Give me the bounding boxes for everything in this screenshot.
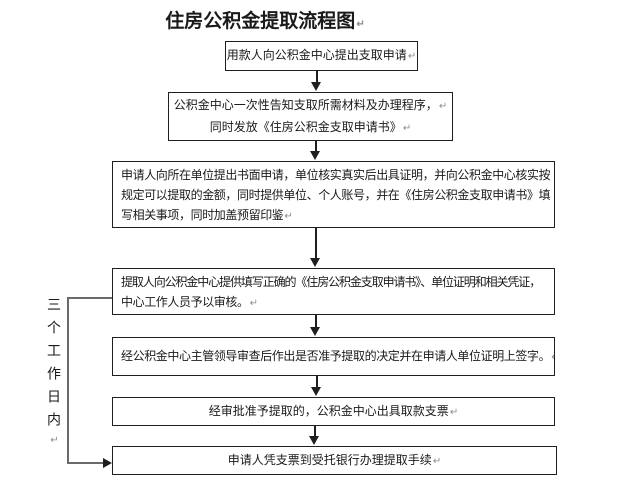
flow-step-4-text: 中心工作人员予以审核。 xyxy=(121,295,249,309)
arrowhead-down-icon xyxy=(310,258,320,267)
flow-step-1-text: 用款人向公积金中心提出支取申请 xyxy=(226,48,407,62)
flow-step-3: 申请人向所在单位提出书面申请，单位核实真实后出具证明，并向公积金中心核实按 规定… xyxy=(112,161,555,228)
arrowhead-down-icon xyxy=(311,387,321,396)
flow-step-6-text: 经审批准予提取的，公积金中心出具取款支票 xyxy=(208,403,449,418)
flow-step-3-line: 申请人向所在单位提出书面申请，单位核实真实后出具证明，并向公积金中心核实按 xyxy=(121,165,552,185)
arrow-connector xyxy=(315,228,317,259)
arrow-connector xyxy=(316,71,318,83)
flow-step-3-line: 规定可以提取的金额，同时提供单位、个人账号，并在《住房公积金支取申请书》填 xyxy=(121,185,552,205)
bracket-line-vertical xyxy=(67,297,69,464)
arrowhead-right-icon xyxy=(103,458,112,468)
flow-step-2-text: 同时发放《住房公积金支取申请书》 xyxy=(209,119,402,134)
return-mark-icon: ↵ xyxy=(438,100,448,112)
flow-step-5-text: 经公积金中心主管领导审查后作出是否准予提取的决定并在申请人单位证明上签字。 xyxy=(121,348,551,363)
bracket-line-bottom xyxy=(67,462,103,464)
return-mark-icon: ↵ xyxy=(407,51,417,62)
flow-step-7-line: 申请人凭支票到受托银行办理提取手续↵ xyxy=(228,450,441,472)
side-label-text: 三个工作日内 xyxy=(46,297,62,435)
return-mark-icon: ↵ xyxy=(49,435,60,446)
arrowhead-down-icon xyxy=(309,436,319,445)
arrow-connector xyxy=(315,315,317,328)
arrowhead-down-icon xyxy=(310,327,320,336)
flow-step-4-line: 提取人向公积金中心提供填写正确的《住房公积金支取申请书》、单位证明和相关凭证， xyxy=(121,272,552,292)
flow-step-1: 用款人向公积金中心提出支取申请↵ xyxy=(225,41,418,71)
bracket-line-top xyxy=(67,297,112,299)
return-mark-icon: ↵ xyxy=(356,19,365,30)
flow-step-2: 公积金中心一次性告知支取所需材料及办理程序，↵ 同时发放《住房公积金支取申请书》… xyxy=(168,92,453,141)
arrow-connector xyxy=(314,426,316,437)
return-mark-icon: ↵ xyxy=(284,211,293,222)
flow-step-4-line: 中心工作人员予以审核。↵ xyxy=(121,292,552,314)
return-mark-icon: ↵ xyxy=(402,122,412,134)
page-title-text: 住房公积金提取流程图 xyxy=(165,11,356,32)
flow-step-2-line: 公积金中心一次性告知支取所需材料及办理程序，↵ xyxy=(174,95,447,117)
flow-step-3-text: 规定可以提取的金额，同时提供单位、个人账号，并在《住房公积金支取申请书》填 xyxy=(121,188,551,202)
page-title: 住房公积金提取流程图↵ xyxy=(0,6,530,33)
return-mark-icon: ↵ xyxy=(449,406,459,418)
flow-step-5: 经公积金中心主管领导审查后作出是否准予提取的决定并在申请人单位证明上签字。↵ xyxy=(112,337,555,376)
arrowhead-down-icon xyxy=(311,82,321,91)
flow-step-5-line: 经公积金中心主管领导审查后作出是否准予提取的决定并在申请人单位证明上签字。↵ xyxy=(121,346,554,368)
return-mark-icon: ↵ xyxy=(249,298,258,309)
arrowhead-down-icon xyxy=(310,151,320,160)
return-mark-icon: ↵ xyxy=(551,352,554,363)
flow-step-2-text: 公积金中心一次性告知支取所需材料及办理程序， xyxy=(173,97,438,112)
flow-step-7: 申请人凭支票到受托银行办理提取手续↵ xyxy=(112,446,557,475)
flow-step-1-line: 用款人向公积金中心提出支取申请↵ xyxy=(227,45,416,67)
flow-step-4-text: 提取人向公积金中心提供填写正确的《住房公积金支取申请书》、单位证明和相关凭证， xyxy=(121,275,541,289)
flow-step-3-line: 写相关事项，同时加盖预留印鉴↵ xyxy=(121,205,552,227)
flow-step-3-text: 写相关事项，同时加盖预留印鉴 xyxy=(121,208,284,222)
flow-step-6-line: 经审批准予提取的，公积金中心出具取款支票↵ xyxy=(209,401,458,423)
side-label-three-working-days: 三个工作日内↵ xyxy=(44,297,64,446)
flow-step-6: 经审批准予提取的，公积金中心出具取款支票↵ xyxy=(112,397,555,426)
flow-step-2-line: 同时发放《住房公积金支取申请书》↵ xyxy=(210,117,411,139)
arrow-connector xyxy=(315,141,317,152)
flow-step-3-text: 申请人向所在单位提出书面申请，单位核实真实后出具证明，并向公积金中心核实按 xyxy=(121,168,551,182)
return-mark-icon: ↵ xyxy=(432,455,442,467)
arrow-connector xyxy=(316,376,318,388)
flow-step-4: 提取人向公积金中心提供填写正确的《住房公积金支取申请书》、单位证明和相关凭证， … xyxy=(112,268,555,315)
flow-step-7-text: 申请人凭支票到受托银行办理提取手续 xyxy=(227,452,432,467)
